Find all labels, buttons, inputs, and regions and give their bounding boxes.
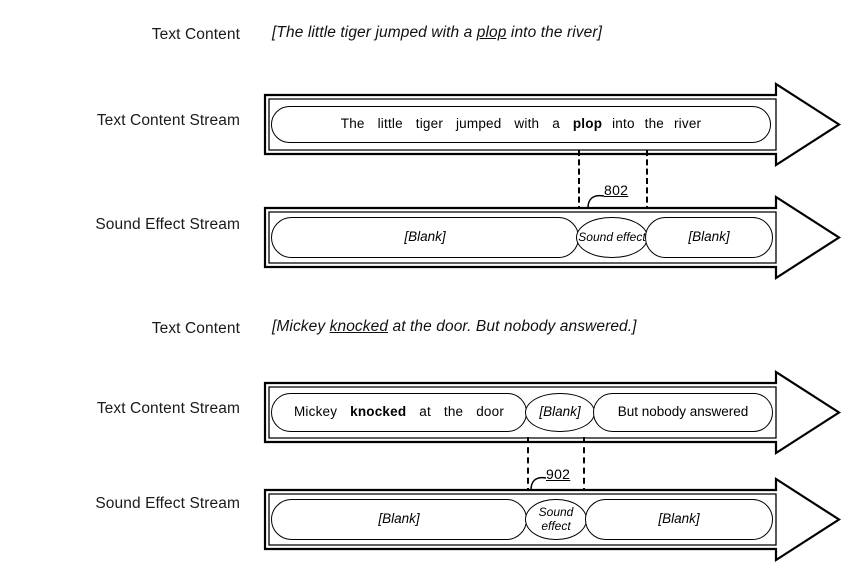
segment-label: [Blank]: [378, 511, 420, 527]
sound-stream-segment-blank-left-1: [Blank]: [271, 217, 579, 258]
text-stream-capsule-1: The little tiger jumped with a plop into…: [271, 106, 771, 143]
sound-stream-segment-sound-effect-2: Sound effect: [525, 499, 587, 540]
sound-stream-segment-blank-left-2: [Blank]: [271, 499, 527, 540]
word-with: with: [514, 116, 540, 132]
word-door: door: [476, 404, 505, 420]
word-river: river: [673, 116, 702, 132]
segment-label: But nobody answered: [617, 404, 749, 420]
sentence-underlined-word: plop: [476, 24, 507, 41]
label-sound-effect-stream-2: Sound Effect Stream: [95, 495, 240, 512]
word-the-2: the: [644, 116, 665, 132]
sentence-underlined-word: knocked: [329, 318, 389, 335]
sentence-prefix: [The little tiger jumped with a: [272, 24, 477, 41]
segment-label: [Blank]: [658, 511, 700, 527]
word-knocked: knocked: [350, 404, 407, 420]
segment-words: Mickey knocked at the door: [294, 405, 504, 419]
word-the: the: [443, 404, 464, 420]
text-stream-segment-answered-2: But nobody answered: [593, 393, 773, 432]
label-text-content-1: Text Content: [151, 26, 240, 43]
correlation-guide-left-2: [527, 437, 529, 494]
segment-label: [Blank]: [539, 404, 581, 420]
word-plop: plop: [572, 116, 603, 132]
segment-label: [Blank]: [404, 229, 446, 245]
label-sound-effect-stream-1: Sound Effect Stream: [95, 216, 240, 233]
label-text-content-stream-1: Text Content Stream: [96, 112, 240, 129]
word-at: at: [419, 404, 431, 420]
sentence-text-content-1: [The little tiger jumped with a plop int…: [272, 24, 602, 42]
word-the: The: [340, 116, 365, 132]
sentence-suffix: at the door. But nobody answered.]: [388, 318, 637, 335]
correlation-guide-left-1: [578, 150, 580, 212]
word-tiger: tiger: [415, 116, 444, 132]
segment-label: [Blank]: [688, 229, 730, 245]
text-stream-segment-blank-2: [Blank]: [525, 393, 595, 432]
label-text-content-2: Text Content: [151, 320, 240, 337]
word-mickey: Mickey: [293, 404, 338, 420]
sentence-text-content-2: [Mickey knocked at the door. But nobody …: [272, 318, 637, 336]
reference-numeral-902: 902: [546, 466, 571, 482]
sentence-prefix: [Mickey: [272, 318, 330, 335]
word-jumped: jumped: [455, 116, 502, 132]
sentence-suffix: into the river]: [506, 24, 603, 41]
text-stream-words-1: The little tiger jumped with a plop into…: [341, 117, 701, 131]
sound-stream-segment-sound-effect-1: Sound effect: [576, 217, 648, 258]
text-stream-segment-mickey-2: Mickey knocked at the door: [271, 393, 527, 432]
reference-numeral-802: 802: [604, 182, 629, 198]
correlation-guide-right-2: [583, 437, 585, 494]
sound-stream-segment-blank-right-2: [Blank]: [585, 499, 773, 540]
correlation-guide-right-1: [646, 150, 648, 212]
word-into: into: [612, 116, 635, 132]
segment-label: Sound effect: [538, 505, 574, 533]
segment-label: Sound effect: [578, 229, 646, 244]
label-text-content-stream-2: Text Content Stream: [96, 400, 240, 417]
word-little: little: [377, 116, 403, 132]
sound-stream-segment-blank-right-1: [Blank]: [645, 217, 773, 258]
word-a: a: [552, 116, 560, 132]
